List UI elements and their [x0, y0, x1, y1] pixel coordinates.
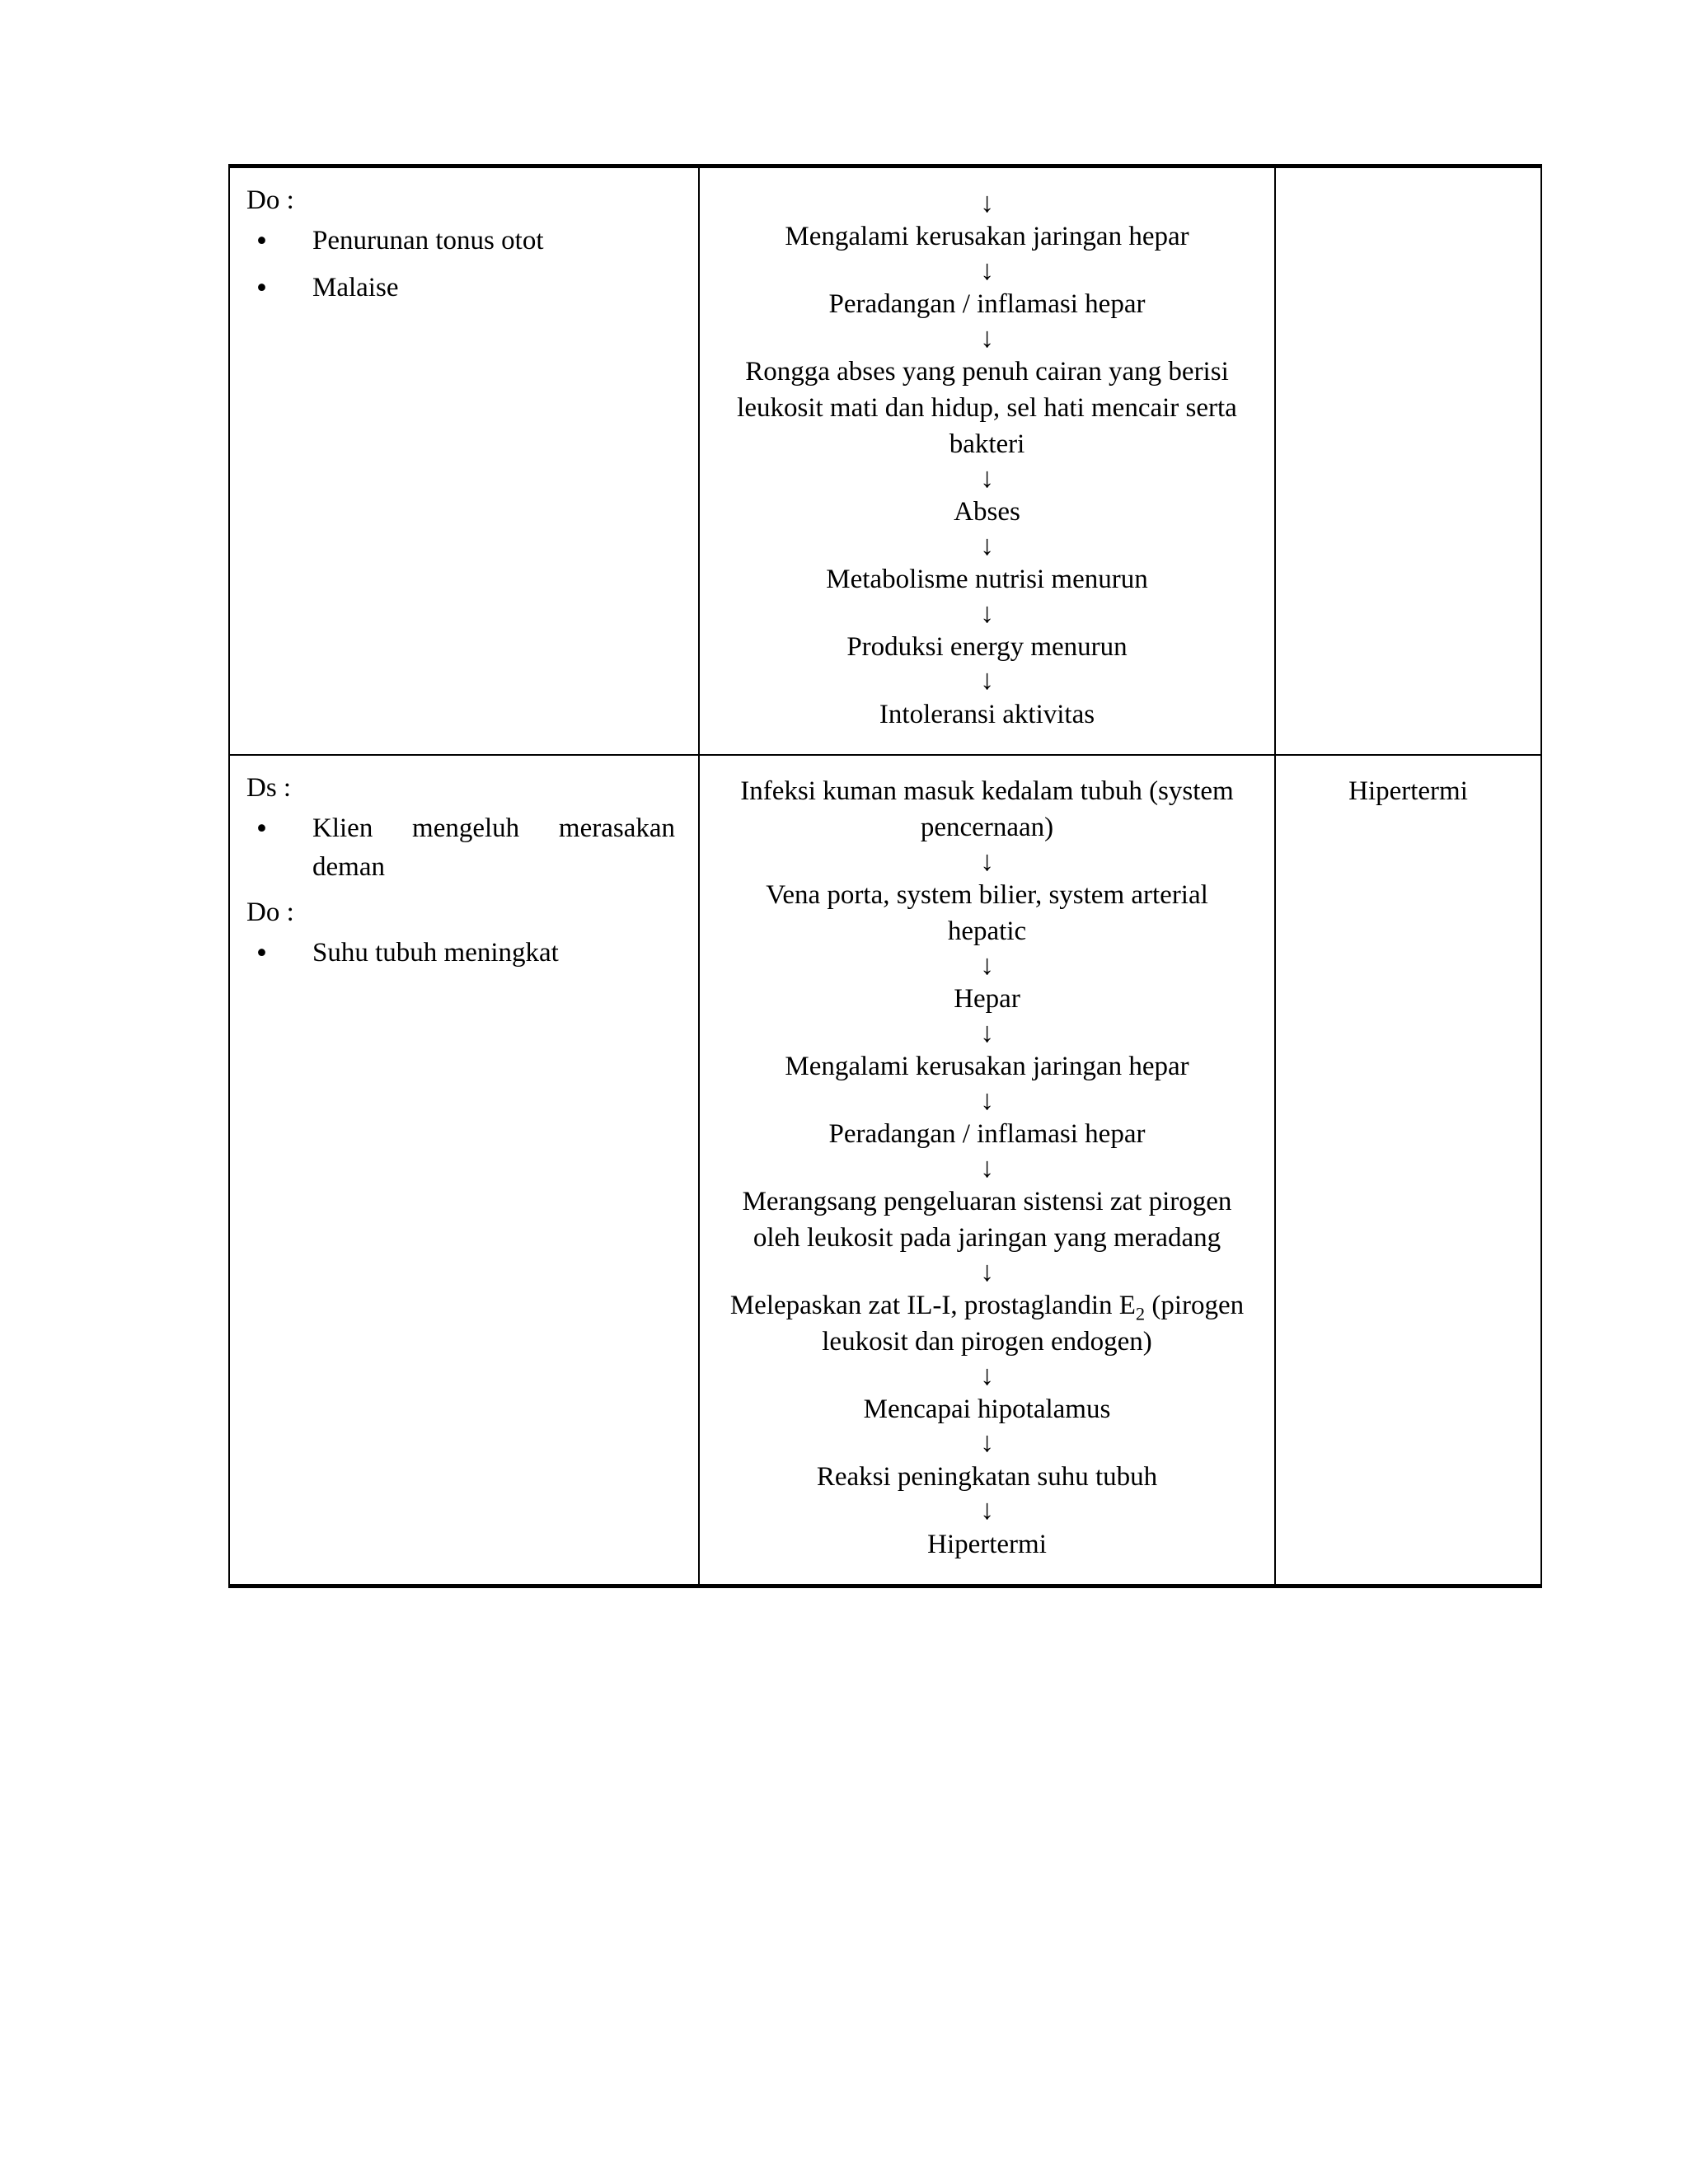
list-item: Malaise	[246, 267, 682, 310]
down-arrow-icon: ↓	[980, 846, 994, 878]
pathway-step: Hipertermi	[927, 1529, 1047, 1559]
pathway-step: Mengalami kerusakan jaringan hepar	[785, 222, 1189, 252]
pathway-step-subscript: Melepaskan zat IL-I, prostaglandin E2 (p…	[716, 1288, 1258, 1361]
list-item: Penurunan tonus otot	[246, 220, 682, 263]
down-arrow-icon: ↓	[980, 322, 994, 354]
data-cell-row1: Do : Penurunan tonus otot Malaise	[228, 164, 700, 757]
pathway-step: Intoleransi aktivitas	[879, 699, 1095, 729]
problem-cell-row2: Hipertermi	[1274, 754, 1542, 1589]
down-arrow-icon: ↓	[980, 255, 994, 286]
down-arrow-icon: ↓	[980, 598, 994, 629]
nursing-analysis-table: Do : Penurunan tonus otot Malaise ↓ Meng…	[228, 164, 1542, 1589]
down-arrow-icon: ↓	[980, 950, 994, 981]
subscript-two: 2	[1135, 1303, 1146, 1324]
down-arrow-icon: ↓	[980, 1360, 994, 1391]
down-arrow-icon: ↓	[980, 1085, 994, 1116]
down-arrow-icon: ↓	[980, 665, 994, 696]
down-arrow-icon: ↓	[980, 462, 994, 494]
data-bullet-list: Penurunan tonus otot Malaise	[246, 220, 682, 310]
etiologi-pathway-row1: ↓ Mengalami kerusakan jaringan hepar ↓ P…	[716, 183, 1258, 733]
down-arrow-icon: ↓	[980, 1256, 994, 1287]
pathway-step: Rongga abses yang penuh cairan yang beri…	[737, 356, 1237, 459]
data-group-label: Do :	[246, 898, 294, 928]
pathway-step: Abses	[954, 496, 1020, 527]
pathway-step: Infeksi kuman masuk kedalam tubuh (syste…	[740, 776, 1234, 843]
pathway-step: Peradangan / inflamasi hepar	[828, 289, 1146, 320]
down-arrow-icon: ↓	[980, 530, 994, 561]
pathway-cell-row2: Infeksi kuman masuk kedalam tubuh (syste…	[698, 754, 1276, 1589]
pathway-step: Mengalami kerusakan jaringan hepar	[785, 1052, 1189, 1082]
table-row: Do : Penurunan tonus otot Malaise ↓ Meng…	[228, 164, 1542, 757]
pathway-step: Merangsang pengeluaran sistensi zat piro…	[742, 1186, 1232, 1253]
etiologi-pathway-row2: Infeksi kuman masuk kedalam tubuh (syste…	[716, 771, 1258, 1563]
pathway-step: Vena porta, system bilier, system arteri…	[766, 880, 1208, 947]
data-cell-row2: Ds : Klien mengeluh merasakan deman Do :…	[228, 754, 700, 1589]
list-item: Suhu tubuh meningkat	[246, 932, 682, 975]
list-item: Klien mengeluh merasakan deman	[246, 808, 682, 887]
problem-cell-row1	[1274, 164, 1542, 757]
data-group-label: Do :	[246, 185, 294, 215]
down-arrow-icon: ↓	[980, 188, 994, 218]
pathway-step: Reaksi peningkatan suhu tubuh	[816, 1461, 1158, 1492]
pathway-step: Peradangan / inflamasi hepar	[828, 1118, 1146, 1149]
table-row: Ds : Klien mengeluh merasakan deman Do :…	[228, 754, 1542, 1589]
data-group-label: Ds :	[246, 773, 292, 804]
pathway-step: Hepar	[954, 984, 1020, 1015]
down-arrow-icon: ↓	[980, 1427, 994, 1459]
down-arrow-icon: ↓	[980, 1495, 994, 1526]
pathway-step-text-after: (pirogen leukosit dan pirogen endogen)	[822, 1290, 1245, 1357]
pathway-step-text-before: Melepaskan zat IL-I, prostaglandin E	[729, 1290, 1136, 1320]
masalah-text: Hipertermi	[1348, 776, 1468, 807]
pathway-step: Mencapai hipotalamus	[863, 1394, 1111, 1424]
pathway-step: Produksi energy menurun	[846, 631, 1128, 662]
masalah-text	[1292, 183, 1524, 186]
pathway-cell-row1: ↓ Mengalami kerusakan jaringan hepar ↓ P…	[698, 164, 1276, 757]
down-arrow-icon: ↓	[980, 1152, 994, 1183]
down-arrow-icon: ↓	[980, 1017, 994, 1048]
data-bullet-list: Klien mengeluh merasakan deman	[246, 808, 682, 887]
pathway-step: Metabolisme nutrisi menurun	[826, 564, 1148, 594]
data-bullet-list: Suhu tubuh meningkat	[246, 932, 682, 975]
